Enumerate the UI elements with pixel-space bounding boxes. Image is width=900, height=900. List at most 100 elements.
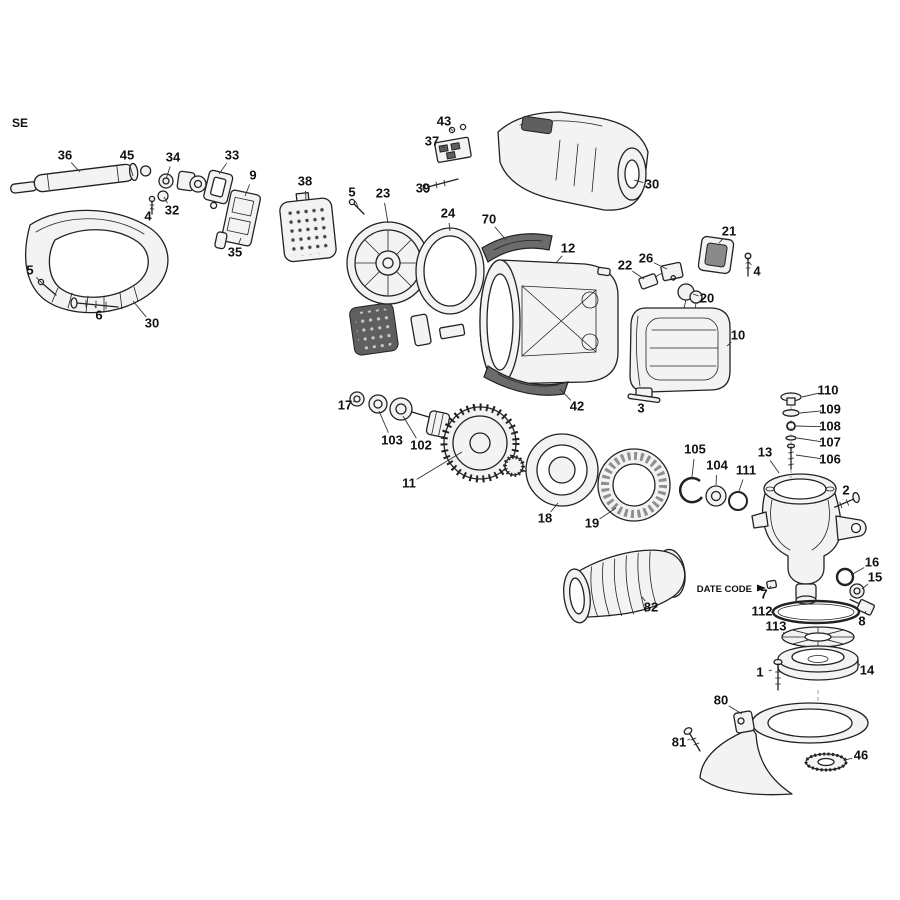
date-code-arrow-icon (757, 584, 766, 592)
leader-line-8 (864, 610, 867, 614)
part-label-20: 20 (700, 290, 714, 305)
part-label-14: 14 (860, 662, 875, 677)
leader-line-103 (378, 410, 389, 433)
part-screw-1 (773, 658, 783, 691)
part-disc-113 (781, 626, 855, 648)
date-code-label: DATE CODE (697, 584, 752, 595)
leader-line-12 (555, 255, 563, 264)
part-washer-15 (849, 583, 865, 599)
part-label-21: 21 (722, 223, 736, 238)
part-button-110 (780, 392, 802, 406)
leader-line-18 (550, 502, 559, 513)
part-holder-26 (660, 261, 684, 282)
part-bearing-19 (597, 448, 671, 522)
leader-line-30 (633, 179, 644, 184)
part-label-17: 17 (338, 397, 352, 412)
part-oring-16 (835, 567, 855, 587)
leader-line-37 (439, 145, 446, 149)
part-label-23: 23 (376, 185, 390, 200)
part-label-105: 105 (684, 441, 706, 456)
part-label-103: 103 (381, 432, 403, 447)
part-screw-4-right (744, 252, 752, 277)
part-plate-7 (766, 579, 778, 590)
date-code-callout: DATE CODE (697, 584, 766, 595)
leader-line-109 (799, 410, 822, 414)
leader-line-26 (653, 262, 668, 270)
part-ring-108 (786, 421, 796, 431)
part-cover-21 (697, 235, 735, 275)
leader-line-43 (450, 128, 454, 132)
leader-line-113 (782, 632, 785, 634)
part-label-24: 24 (441, 205, 456, 220)
leader-line-14 (855, 661, 861, 666)
part-label-6: 6 (95, 307, 102, 322)
part-label-9: 9 (249, 167, 256, 182)
part-label-26: 26 (639, 250, 653, 265)
part-label-16: 16 (865, 554, 879, 569)
part-label-112: 112 (752, 603, 773, 618)
part-label-34: 34 (166, 149, 181, 164)
part-brush-card-37 (434, 136, 472, 163)
part-label-43: 43 (437, 113, 451, 128)
part-pin-3 (627, 393, 661, 404)
leader-line-107 (796, 437, 822, 443)
part-sleeve-32 (176, 170, 207, 193)
part-rear-handle-30 (24, 209, 169, 314)
part-label-81: 81 (672, 734, 686, 749)
part-housing-10 (629, 307, 731, 398)
part-lock-ring-34 (157, 173, 174, 202)
part-label-12: 12 (561, 240, 575, 255)
leader-line-11 (416, 451, 463, 480)
leader-line-19 (599, 507, 617, 520)
part-label-37: 37 (425, 133, 439, 148)
leader-line-106 (795, 454, 822, 460)
part-grip-82 (563, 548, 686, 624)
part-label-46: 46 (854, 747, 868, 762)
leader-line-46 (844, 757, 853, 761)
part-label-102: 102 (410, 437, 432, 452)
part-label-7: 7 (760, 586, 767, 601)
part-armature-11 (411, 403, 533, 483)
leader-line-4 (748, 261, 752, 266)
part-label-18: 18 (538, 510, 552, 525)
leader-line-104 (715, 474, 717, 486)
leader-line-111 (738, 479, 744, 492)
part-label-80: 80 (714, 692, 728, 707)
part-label-4: 4 (144, 208, 152, 223)
part-label-42: 42 (570, 398, 584, 413)
part-bolt-8 (849, 598, 876, 616)
part-flange-46 (804, 752, 848, 772)
part-label-106: 106 (819, 451, 841, 466)
part-field-12 (479, 259, 619, 385)
leader-line-13 (769, 460, 780, 474)
leader-line-45 (129, 164, 134, 177)
part-label-11: 11 (402, 475, 416, 490)
leader-line-9 (244, 184, 251, 197)
part-label-33: 33 (225, 147, 239, 162)
part-label-110: 110 (818, 382, 839, 397)
part-bearing-103 (368, 394, 388, 414)
part-label-22: 22 (618, 257, 632, 272)
part-bracket-small (410, 313, 466, 347)
leader-line-39 (431, 183, 438, 187)
leader-line-17 (352, 400, 356, 403)
part-label-35: 35 (228, 244, 242, 259)
part-ring-111 (728, 491, 748, 511)
part-yoke-33 (203, 169, 234, 210)
leader-line-5 (36, 277, 44, 285)
leader-line-34 (165, 166, 171, 180)
part-label-38: 38 (298, 173, 312, 188)
part-label-13: 13 (758, 444, 772, 459)
part-label-45: 45 (120, 147, 134, 162)
part-label-108: 108 (819, 418, 841, 433)
part-label-5: 5 (348, 184, 355, 199)
part-screw-5-top (348, 198, 365, 215)
leader-line-4 (150, 205, 153, 209)
part-washer-107 (785, 435, 797, 441)
leader-line-82 (641, 596, 646, 602)
part-label-107: 107 (819, 434, 841, 449)
part-motor-housing-30 (497, 111, 649, 211)
part-label-15: 15 (868, 569, 882, 584)
